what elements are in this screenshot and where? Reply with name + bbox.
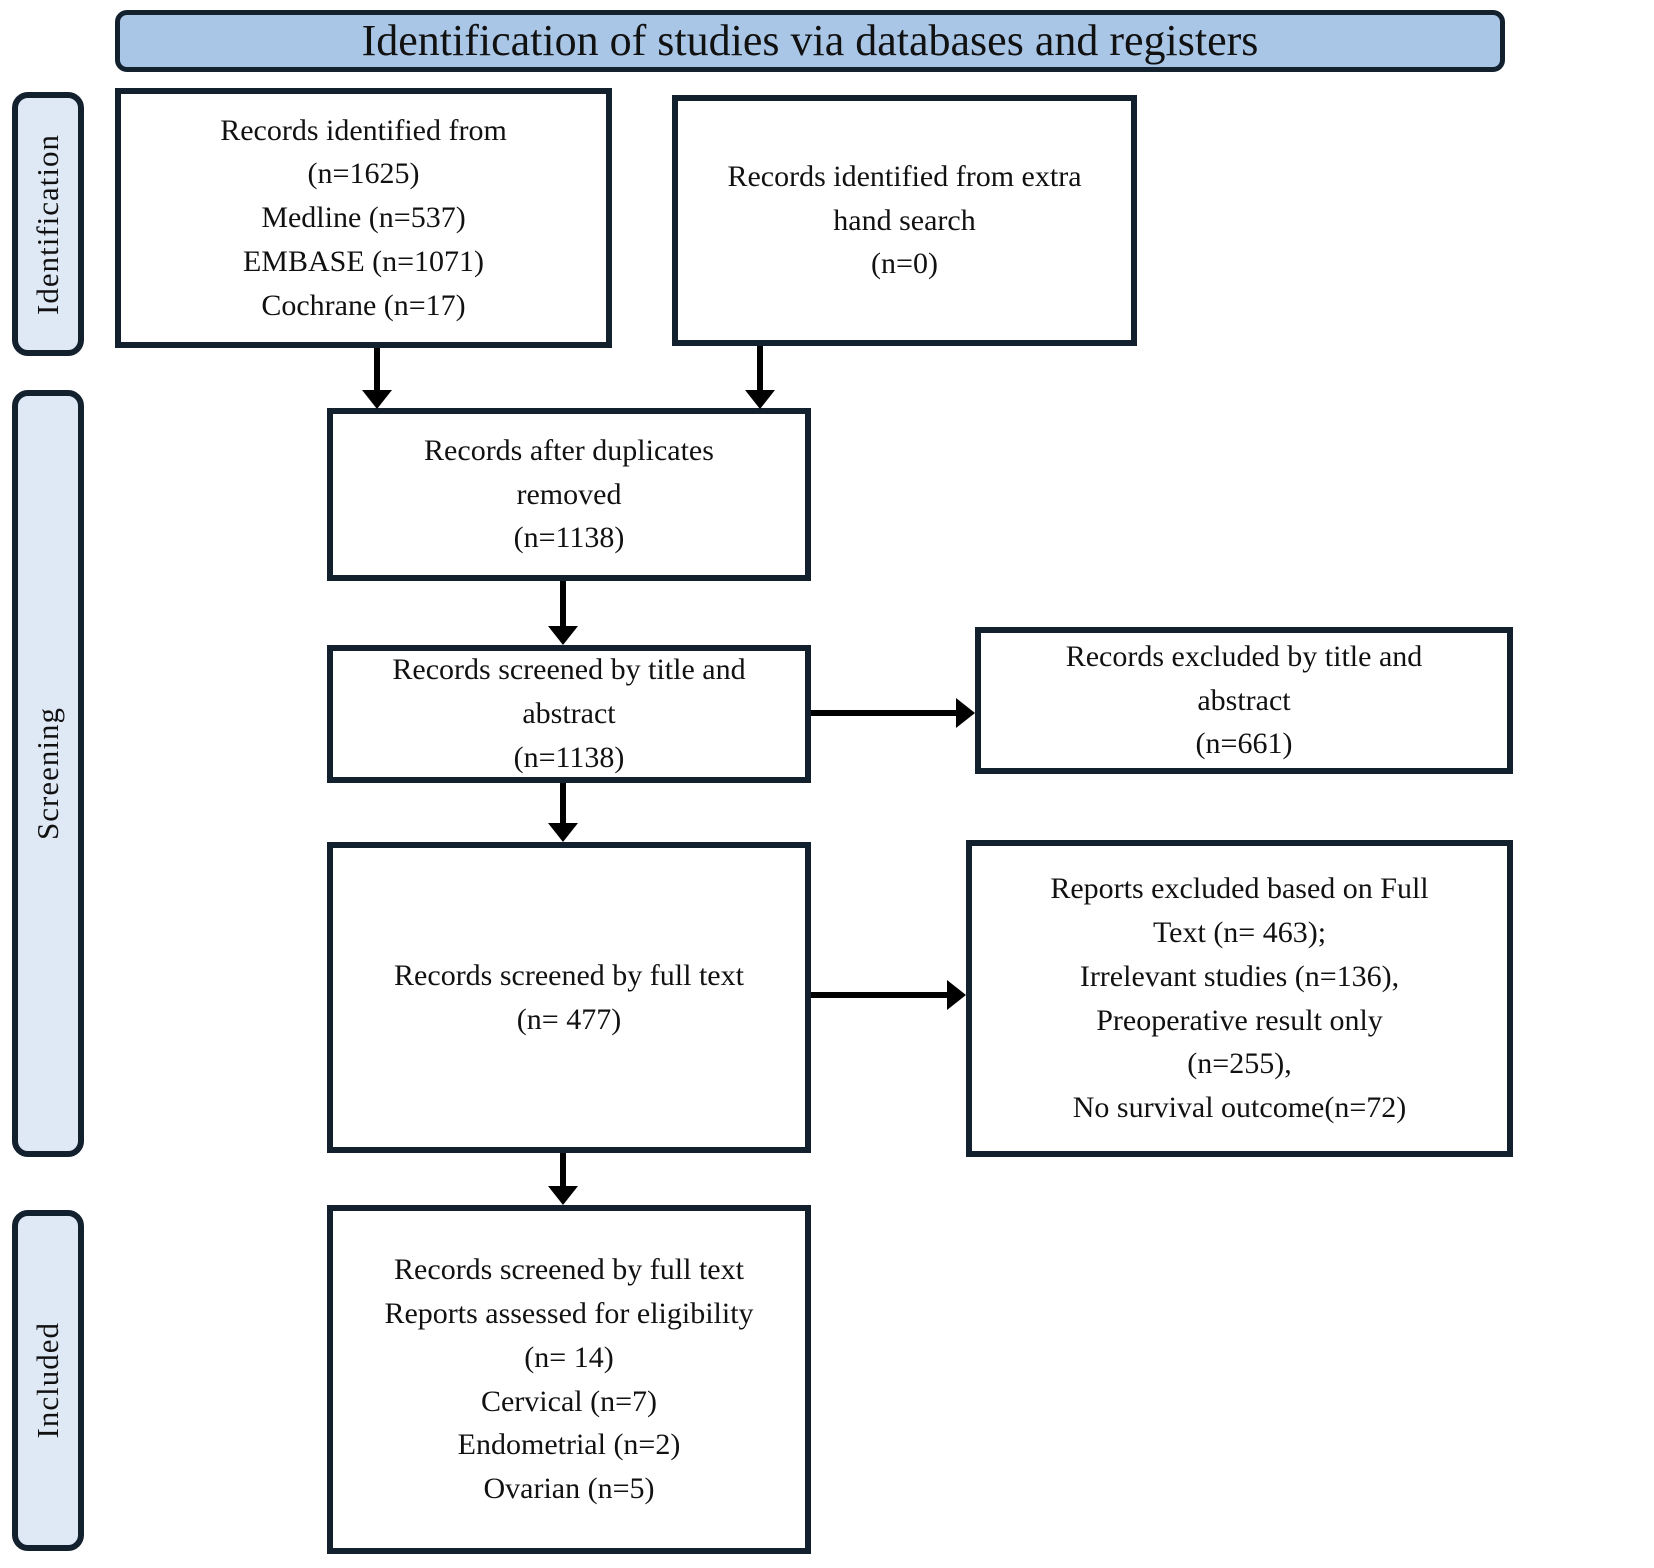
diagram-title-banner: Identification of studies via databases … (115, 10, 1505, 72)
box-records-excluded-title-abstract-text: Records excluded by title and abstract (… (1065, 639, 1423, 761)
arrow-line (560, 1153, 566, 1187)
arrow-head-down-icon (745, 390, 775, 409)
arrow-line (560, 581, 566, 627)
stage-label-identification: Identification (12, 92, 84, 356)
arrow-head-down-icon (548, 823, 578, 842)
box-records-identified-hand-search-text: Records identified from extra hand searc… (727, 159, 1082, 281)
stage-label-included-text: Included (30, 1322, 65, 1439)
box-records-screened-title-abstract: Records screened by title and abstract (… (327, 645, 811, 783)
box-reports-excluded-full-text: Reports excluded based on Full Text (n= … (966, 840, 1513, 1157)
box-records-excluded-title-abstract: Records excluded by title and abstract (… (975, 627, 1513, 774)
box-records-identified-databases-text: Records identified from (n=1625) Medline… (220, 113, 507, 322)
box-records-identified-databases: Records identified from (n=1625) Medline… (115, 88, 612, 348)
stage-label-identification-text: Identification (30, 133, 65, 315)
arrow-line (811, 710, 957, 716)
arrow-head-right-icon (947, 980, 966, 1010)
box-records-screened-full-text: Records screened by full text (n= 477) (327, 842, 811, 1153)
box-records-screened-title-abstract-text: Records screened by title and abstract (… (392, 653, 746, 774)
arrow-line (560, 783, 566, 824)
box-records-after-duplicates: Records after duplicates removed (n=1138… (327, 408, 811, 581)
arrow-line (811, 992, 948, 998)
arrow-line (757, 346, 763, 391)
box-records-included-eligibility: Records screened by full text Reports as… (327, 1205, 811, 1554)
arrow-head-down-icon (548, 1186, 578, 1205)
box-records-identified-hand-search: Records identified from extra hand searc… (672, 95, 1137, 346)
arrow-line (374, 348, 380, 391)
box-records-included-eligibility-text: Records screened by full text Reports as… (384, 1253, 754, 1506)
stage-label-screening: Screening (12, 390, 84, 1157)
box-records-screened-full-text-text: Records screened by full text (n= 477) (394, 958, 744, 1036)
box-records-after-duplicates-text: Records after duplicates removed (n=1138… (424, 433, 714, 555)
stage-label-included: Included (12, 1210, 84, 1551)
arrow-head-down-icon (362, 390, 392, 409)
arrow-head-down-icon (548, 626, 578, 645)
box-reports-excluded-full-text-text: Reports excluded based on Full Text (n= … (1050, 872, 1429, 1125)
stage-label-screening-text: Screening (30, 707, 65, 840)
arrow-head-right-icon (956, 698, 975, 728)
